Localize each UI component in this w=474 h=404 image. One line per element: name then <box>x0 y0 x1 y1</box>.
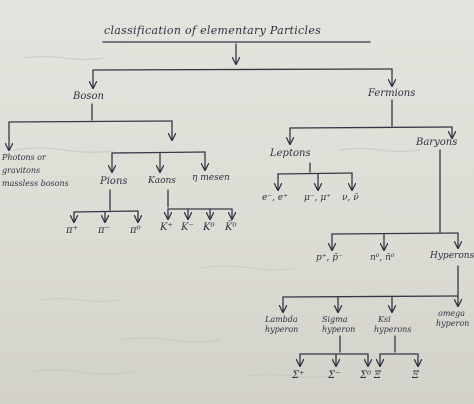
node-lambda-line2: hyperon <box>265 325 299 334</box>
node-neutrinos: ν, ν̄ <box>342 193 359 203</box>
node-eta-meson: η mesen <box>192 173 230 183</box>
node-leptons: Leptons <box>270 148 311 159</box>
mesons-bar <box>111 151 206 154</box>
node-photons-line2: gravitons <box>2 166 41 175</box>
diagram-title: classification of elementary Particles <box>104 24 322 37</box>
node-electrons: e⁻, e⁺ <box>262 193 288 203</box>
node-k-zero-bar: K̄⁰ <box>225 222 237 233</box>
node-baryons: Baryons <box>416 137 458 148</box>
node-fermions: Fermions <box>368 88 416 99</box>
hyperons-bar <box>282 295 459 298</box>
node-k-minus: K⁻ <box>181 222 194 233</box>
node-pi-zero: π⁰ <box>130 225 141 236</box>
node-boson: Boson <box>73 91 104 102</box>
node-pions: Pions <box>100 176 128 187</box>
node-muons: μ⁻, μ⁺ <box>304 193 331 203</box>
node-pi-minus: π⁻ <box>98 225 110 236</box>
node-protons: p⁺, p̄⁻ <box>316 253 343 263</box>
node-pi-plus: π⁺ <box>66 225 78 236</box>
fermions-bar <box>289 126 453 129</box>
node-xi-b: Ξ <box>412 370 420 381</box>
node-sigma-line2: hyperon <box>322 325 356 334</box>
node-omega-line2: hyperon <box>436 319 470 328</box>
node-photons-line3: massless bosons <box>2 179 69 188</box>
root-bar <box>92 68 393 71</box>
node-photons-line1: Photons or <box>2 153 46 162</box>
node-hyperons: Hyperons <box>430 251 474 261</box>
node-omega-line1: omega <box>438 309 466 318</box>
node-kaons: Kaons <box>148 176 176 186</box>
leptons-bar <box>277 172 353 175</box>
pions-bar <box>73 210 139 213</box>
node-xi-a: Ξ <box>374 370 382 381</box>
node-lambda-line1: Lambda <box>265 315 298 324</box>
node-sigma-plus: Σ⁺ <box>292 370 305 381</box>
node-neutrons: n⁰, n̄⁰ <box>370 253 395 263</box>
node-ksi-line2: hyperons <box>374 325 412 334</box>
node-k-plus: K⁺ <box>160 222 173 233</box>
boson-bar <box>8 120 173 123</box>
node-k-zero: K⁰ <box>203 222 215 233</box>
node-sigma-line1: Sigma <box>322 315 348 324</box>
node-ksi-line1: Ksi <box>378 315 391 324</box>
node-sigma-zero: Σ⁰ <box>360 370 372 381</box>
baryons-bar <box>331 232 459 235</box>
node-sigma-minus: Σ⁻ <box>328 370 341 381</box>
